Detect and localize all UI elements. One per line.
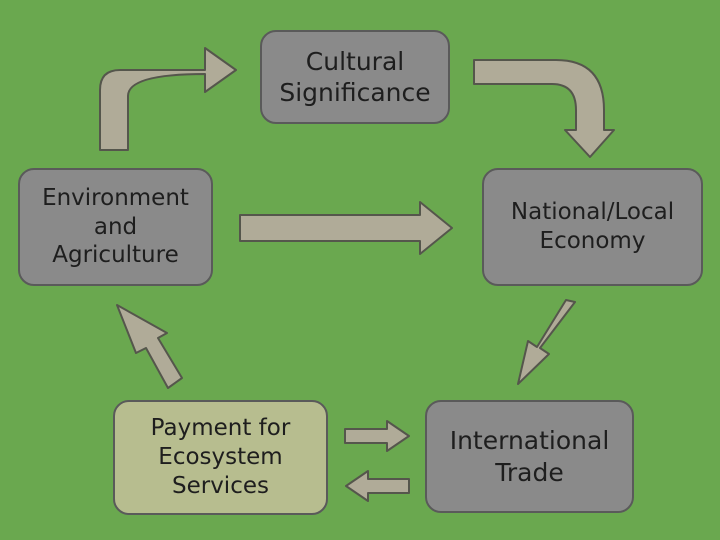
arrow-environment-to-cultural	[99, 47, 237, 151]
arrow-environment-to-economy	[239, 201, 453, 255]
node-cultural-significance: Cultural Significance	[260, 30, 450, 124]
node-national-local-economy: National/Local Economy	[482, 168, 703, 286]
node-environment-agriculture-label: Environment and Agriculture	[42, 184, 189, 269]
node-cultural-significance-label: Cultural Significance	[279, 46, 431, 107]
node-international-trade-label: International Trade	[449, 426, 610, 487]
node-international-trade: International Trade	[425, 400, 634, 513]
arrow-trade-to-payment	[345, 470, 410, 502]
node-environment-agriculture: Environment and Agriculture	[18, 168, 213, 286]
node-payment-ecosystem-services-label: Payment for Ecosystem Services	[150, 415, 291, 499]
node-payment-ecosystem-services: Payment for Ecosystem Services	[113, 400, 328, 515]
arrow-payment-to-trade	[344, 420, 410, 452]
arrow-cultural-to-economy	[473, 59, 615, 158]
arrow-economy-to-trade	[517, 299, 576, 385]
arrow-payment-to-environment	[116, 304, 183, 389]
node-national-local-economy-label: National/Local Economy	[510, 199, 675, 254]
